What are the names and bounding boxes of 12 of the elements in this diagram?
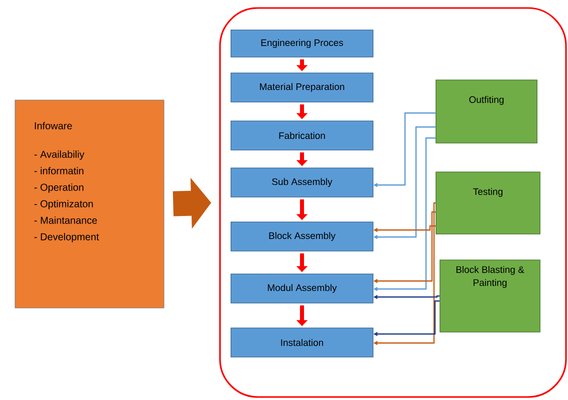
process-box: Instalation bbox=[230, 328, 374, 358]
process-box: Modul Assembly bbox=[230, 274, 374, 304]
process-box: Fabrication bbox=[230, 120, 374, 150]
process-box: Material Preparation bbox=[230, 72, 374, 102]
task-box: Testing bbox=[436, 172, 540, 234]
process-box: Engineering Proces bbox=[230, 30, 374, 58]
task-box: Outfiting bbox=[436, 80, 538, 144]
task-box: Block Blasting & Painting bbox=[440, 260, 540, 332]
process-box: Sub Assembly bbox=[230, 168, 374, 198]
process-box: Block Assembly bbox=[230, 222, 374, 252]
list-box: Infoware - Availabiliy - informatin - Operation - Optimizaton - Maintanance - Development bbox=[14, 100, 164, 308]
process-frame bbox=[219, 7, 567, 398]
